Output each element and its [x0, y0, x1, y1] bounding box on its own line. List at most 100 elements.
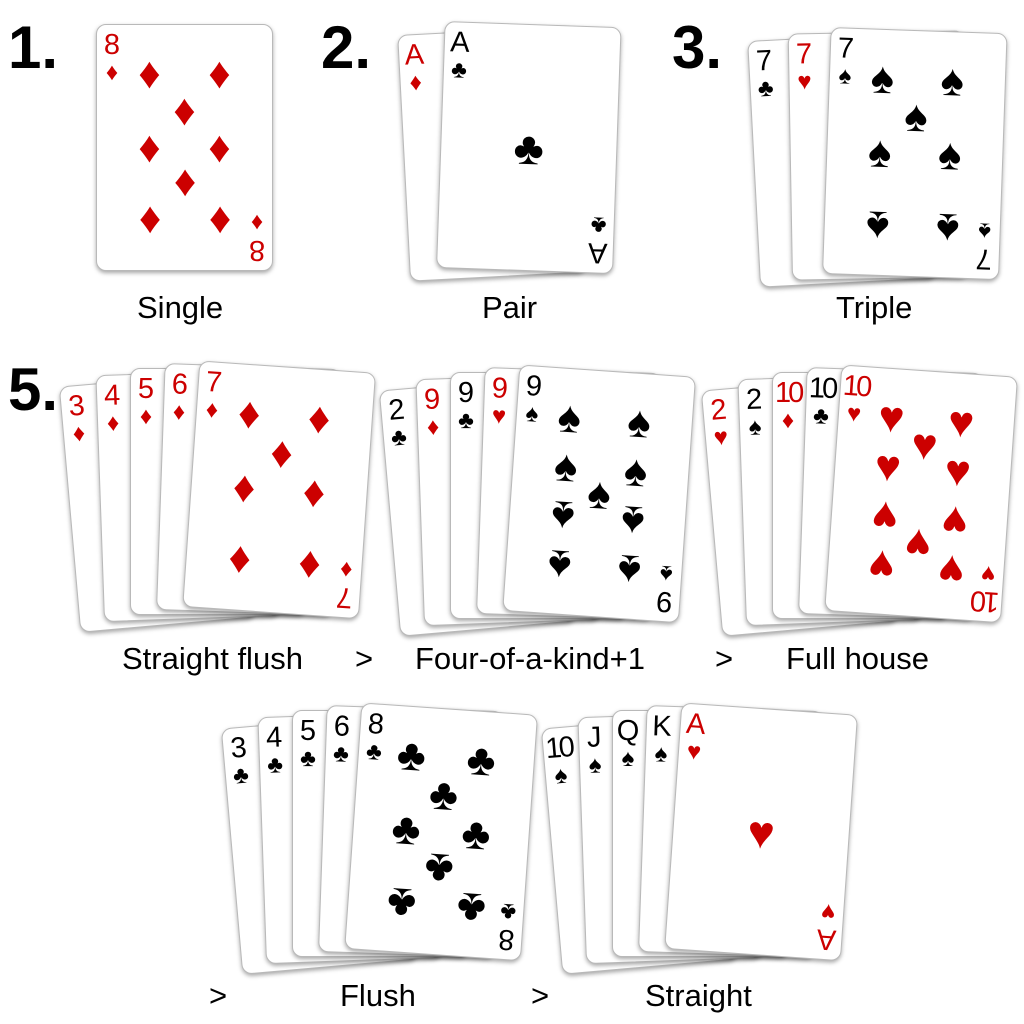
card-rank: 10	[808, 372, 836, 406]
heart-icon: ♥	[943, 445, 973, 497]
heart-icon: ♥	[797, 68, 812, 96]
spade-icon: ♠	[654, 740, 668, 768]
spade-icon: ♠	[903, 91, 929, 142]
playing-card: 9♠9♠♠♠♠♠♠♠♠♠♠	[502, 364, 697, 624]
playing-card: 7♦7♦♦♦♦♦♦♦♦	[182, 360, 377, 620]
diamond-icon: ♦	[204, 396, 220, 424]
spade-icon: ♠	[621, 745, 635, 772]
card-rank-bottom: 8	[248, 234, 266, 266]
card-rank: 8	[366, 707, 386, 742]
caption-flush: Flush	[340, 978, 416, 1013]
heart-icon: ♥	[902, 517, 933, 569]
diamond-icon: ♦	[339, 555, 354, 584]
card-rank: 2	[709, 393, 729, 427]
spade-icon: ♠	[934, 203, 960, 254]
spade-icon: ♠	[552, 441, 580, 492]
card-rank: 2	[745, 383, 763, 416]
spade-icon: ♠	[625, 397, 653, 448]
diamond-icon: ♦	[236, 388, 263, 439]
spade-icon: ♠	[588, 751, 602, 779]
club-icon: ♣	[458, 407, 474, 434]
card-rank: 6	[333, 710, 351, 743]
club-icon: ♣	[384, 877, 418, 929]
card-rank: 9	[423, 383, 441, 416]
spade-icon: ♠	[864, 201, 890, 252]
club-icon: ♣	[422, 843, 455, 895]
caption-single: Single	[137, 290, 224, 325]
playing-card: A♥A♥♥	[664, 702, 859, 962]
spade-icon: ♠	[748, 413, 762, 441]
heart-icon: ♥	[876, 392, 907, 443]
spade-icon: ♠	[977, 217, 992, 245]
card-rank: 4	[265, 721, 283, 754]
diamond-icon: ♦	[408, 68, 423, 97]
card-rank: 7	[795, 38, 813, 71]
section-number-3: 3.	[672, 14, 723, 81]
spade-icon: ♠	[838, 62, 852, 90]
card-rank: 10	[841, 369, 871, 404]
club-icon: ♣	[512, 121, 545, 175]
club-icon: ♣	[499, 897, 518, 926]
diamond-icon: ♦	[172, 398, 186, 426]
section-number-2: 2.	[321, 14, 372, 81]
card-rank: A	[449, 26, 471, 59]
spade-icon: ♠	[937, 129, 963, 180]
card-rank: 9	[491, 372, 509, 405]
caption-pair: Pair	[482, 290, 538, 325]
greater-than-3: >	[209, 978, 228, 1013]
caption-full-house: Full house	[786, 641, 930, 676]
card-rank: 2	[387, 393, 407, 427]
diamond-icon: ♦	[173, 160, 196, 210]
club-icon: ♣	[332, 740, 350, 768]
club-icon: ♣	[757, 74, 775, 103]
playing-card: 8♦8♦♦♦♦♦♦♦♦♦	[96, 24, 273, 271]
card-rank-bottom: 7	[975, 242, 993, 275]
diamond-icon: ♦	[781, 407, 795, 434]
spade-icon: ♠	[622, 446, 650, 497]
card-rank-bottom: 8	[497, 922, 516, 956]
card-rank-bottom: A	[815, 922, 838, 956]
club-icon: ♣	[390, 803, 423, 855]
playing-card: 10♥10♥♥♥♥♥♥♥♥♥♥♥	[824, 364, 1019, 624]
club-icon: ♣	[395, 730, 428, 781]
card-rank: J	[586, 721, 602, 754]
card-rank: 4	[103, 379, 121, 412]
playing-card: A♣A♣♣	[436, 21, 622, 275]
card-rank: 3	[67, 389, 87, 423]
heart-icon: ♥	[909, 419, 940, 470]
card-rank: 5	[137, 373, 155, 405]
heart-icon: ♥	[745, 804, 777, 859]
diamond-icon: ♦	[106, 409, 120, 437]
club-icon: ♣	[365, 737, 383, 766]
diamond-icon: ♦	[138, 122, 161, 172]
heart-icon: ♥	[873, 441, 903, 492]
greater-than-2: >	[715, 641, 734, 676]
card-rank-bottom: A	[587, 236, 608, 269]
playing-card: 8♣8♣♣♣♣♣♣♣♣♣	[344, 702, 539, 962]
club-icon: ♣	[427, 769, 460, 821]
diamond-icon: ♦	[301, 466, 327, 517]
caption-straight: Straight	[645, 978, 752, 1013]
caption-four-of-a-kind: Four-of-a-kind+1	[415, 641, 646, 676]
card-rank-bottom: 10	[971, 584, 1001, 618]
spade-icon: ♠	[524, 400, 540, 428]
card-rank: A	[403, 38, 425, 72]
spade-icon: ♠	[553, 761, 569, 790]
spade-icon: ♠	[939, 55, 965, 106]
diamond-icon: ♦	[295, 540, 322, 592]
diamond-icon: ♦	[231, 461, 258, 513]
card-rank: K	[651, 710, 673, 743]
diamond-icon: ♦	[138, 197, 161, 246]
section-number-1: 1.	[8, 14, 59, 81]
diamond-icon: ♦	[268, 427, 295, 478]
card-rank: 5	[299, 715, 317, 747]
heart-icon: ♥	[980, 559, 997, 588]
club-icon: ♣	[465, 734, 498, 786]
heart-icon: ♥	[712, 423, 730, 452]
heart-icon: ♥	[491, 402, 507, 430]
diamond-icon: ♦	[173, 85, 196, 135]
spade-icon: ♠	[615, 544, 643, 596]
spade-icon: ♠	[869, 53, 895, 104]
spade-icon: ♠	[585, 468, 613, 519]
